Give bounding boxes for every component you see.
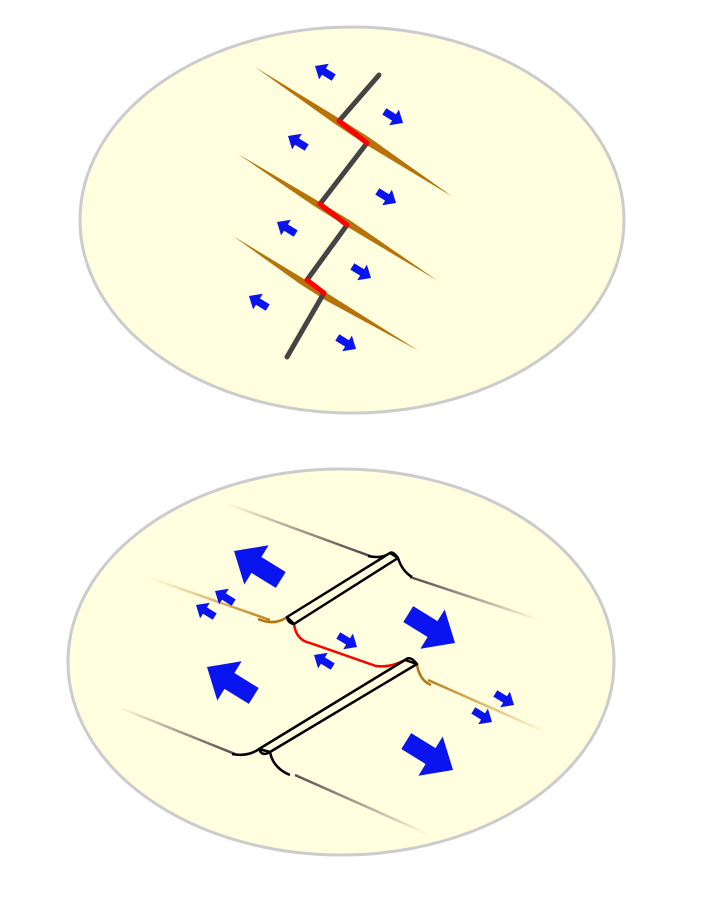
fracture-zone-lower-right [294, 773, 431, 837]
ridge-block-lower [257, 656, 419, 756]
step-middle-right [415, 663, 432, 687]
spreading-arrow-icon [215, 588, 236, 606]
transform-fault-1 [336, 118, 370, 146]
transform-fault-block [292, 623, 406, 668]
plan-view-arrows [249, 63, 403, 352]
step-lower-left [231, 747, 260, 757]
spreading-arrow-icon [207, 661, 259, 704]
fracture-zone-lower-left [117, 705, 236, 756]
step-middle-left [257, 615, 288, 624]
plan-view-disk [78, 25, 626, 415]
ridge-segment-2 [317, 140, 370, 207]
ridge-segment-1 [336, 72, 382, 124]
plan-view-panel [78, 25, 626, 415]
step-upper-right [396, 557, 413, 579]
fracture-zone-middle-left [146, 575, 271, 622]
ridge-segment-3 [304, 222, 350, 283]
block-view-panel [66, 467, 616, 857]
block-view-arrows [196, 545, 514, 776]
spreading-arrow-icon [314, 652, 335, 670]
spreading-arrow-icon [382, 108, 403, 126]
spreading-arrow-icon [375, 188, 396, 206]
spreading-arrow-icon [403, 606, 455, 649]
spreading-arrow-icon [350, 263, 371, 281]
spreading-arrow-icon [471, 707, 492, 725]
transform-fault-3 [304, 277, 327, 296]
step-lower-right [268, 751, 291, 777]
ridge-segment-4 [284, 290, 327, 360]
fracture-zone-upper-left [224, 501, 371, 558]
spreading-arrow-icon [315, 63, 336, 81]
fracture-zone-middle-right [427, 678, 549, 735]
spreading-arrow-icon [249, 293, 270, 311]
spreading-arrow-icon [336, 632, 357, 650]
spreading-arrow-icon [234, 545, 286, 588]
ridge-block-upper [285, 551, 400, 626]
block-view-disk [66, 467, 616, 857]
spreading-arrow-icon [288, 133, 309, 151]
spreading-arrow-icon [277, 219, 298, 237]
spreading-arrow-icon [196, 602, 217, 620]
fracture-zone-upper-right [409, 575, 541, 622]
spreading-arrow-icon [401, 733, 453, 776]
spreading-arrow-icon [335, 334, 356, 352]
spreading-arrow-icon [493, 690, 514, 708]
transform-fault-2 [317, 201, 350, 228]
